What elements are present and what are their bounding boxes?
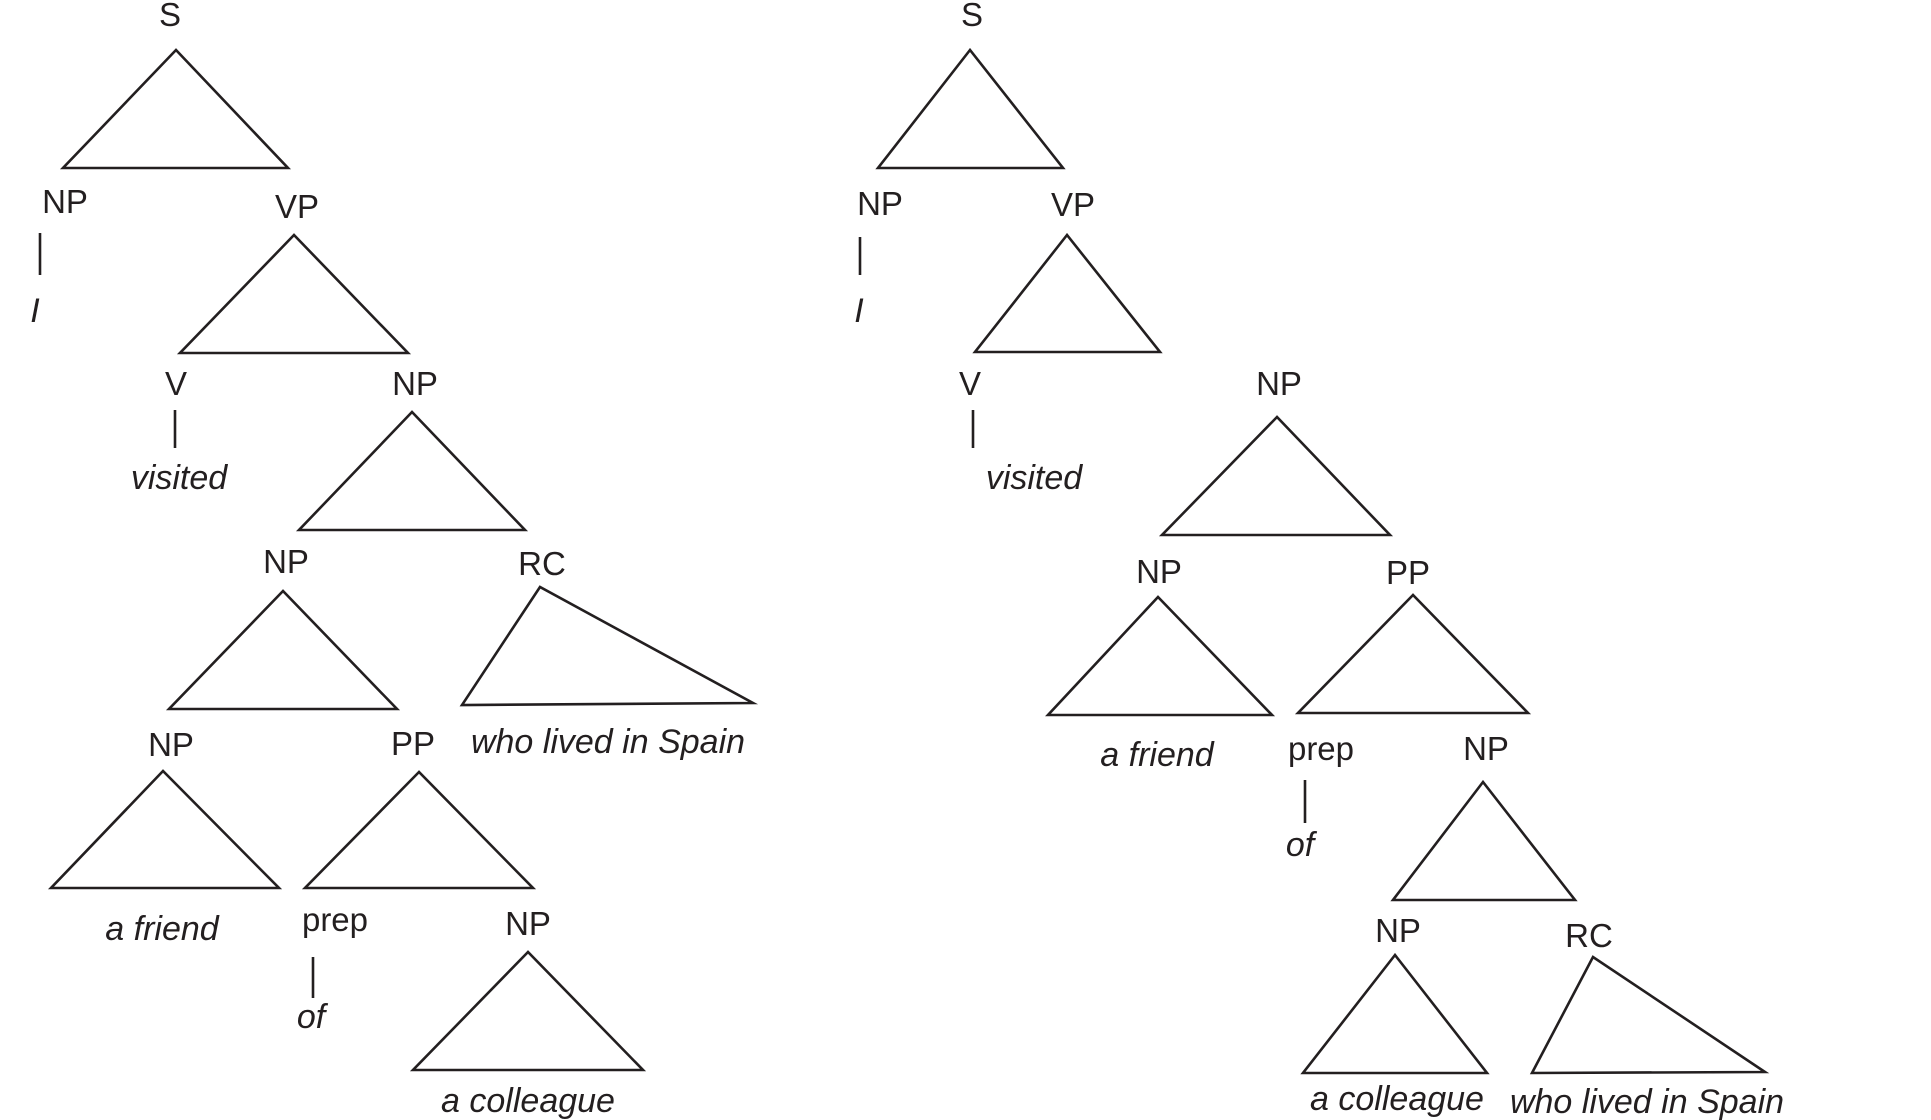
rc-node: RC: [1565, 917, 1613, 954]
np-friend-node: NP: [148, 726, 194, 763]
rc-triangle: [1529, 955, 1770, 1075]
np-colleague-parent-node: NP: [1463, 730, 1509, 767]
word-a-colleague: a colleague: [1310, 1080, 1484, 1118]
word-i: I: [854, 292, 864, 330]
pp-node: PP: [391, 725, 435, 762]
np-subject-node: NP: [42, 183, 88, 220]
vp-node: VP: [275, 188, 319, 225]
word-a-friend: a friend: [1100, 736, 1214, 774]
np-friend-parent-node: NP: [1136, 553, 1182, 590]
np-subject-node: NP: [857, 185, 903, 222]
word-i: I: [30, 292, 40, 330]
np-friend-triangle: [1045, 595, 1276, 717]
np-object-triangle: [1158, 415, 1394, 537]
pp-triangle: [1294, 593, 1532, 715]
np-object-node: NP: [392, 365, 438, 402]
np-object-triangle: [295, 410, 529, 532]
word-who-lived-in-spain: who lived in Spain: [471, 723, 745, 761]
pp-node: PP: [1386, 554, 1430, 591]
np-colleague-node: NP: [1375, 912, 1421, 949]
np-colleague-node: NP: [505, 905, 551, 942]
np-friend-triangle: [47, 769, 283, 890]
prep-node: prep: [1288, 730, 1354, 767]
word-of: of: [297, 998, 329, 1036]
word-a-friend: a friend: [105, 910, 219, 948]
word-visited: visited: [986, 459, 1083, 497]
s-node: S: [159, 0, 181, 33]
np-friend-parent-triangle: [165, 589, 401, 711]
np-object-node: NP: [1256, 365, 1302, 402]
word-who-lived-in-spain: who lived in Spain: [1510, 1083, 1784, 1120]
np-colleague-parent-triangle: [1390, 779, 1578, 902]
word-a-colleague: a colleague: [441, 1082, 615, 1120]
np-colleague-triangle: [1300, 952, 1490, 1075]
word-visited: visited: [131, 459, 228, 497]
vp-triangle: [972, 232, 1163, 354]
word-of: of: [1286, 826, 1318, 864]
vp-node: VP: [1051, 186, 1095, 223]
prep-node: prep: [302, 901, 368, 938]
np-colleague-triangle: [409, 950, 647, 1072]
rc-triangle: [459, 585, 759, 707]
s-node: S: [961, 0, 983, 33]
pp-triangle: [301, 770, 537, 890]
np-friend-parent-node: NP: [263, 543, 309, 580]
v-node: V: [959, 365, 981, 402]
s-triangle: [59, 48, 292, 170]
vp-triangle: [176, 233, 412, 355]
v-node: V: [165, 365, 187, 402]
rc-node: RC: [518, 545, 566, 582]
s-triangle: [875, 47, 1066, 170]
